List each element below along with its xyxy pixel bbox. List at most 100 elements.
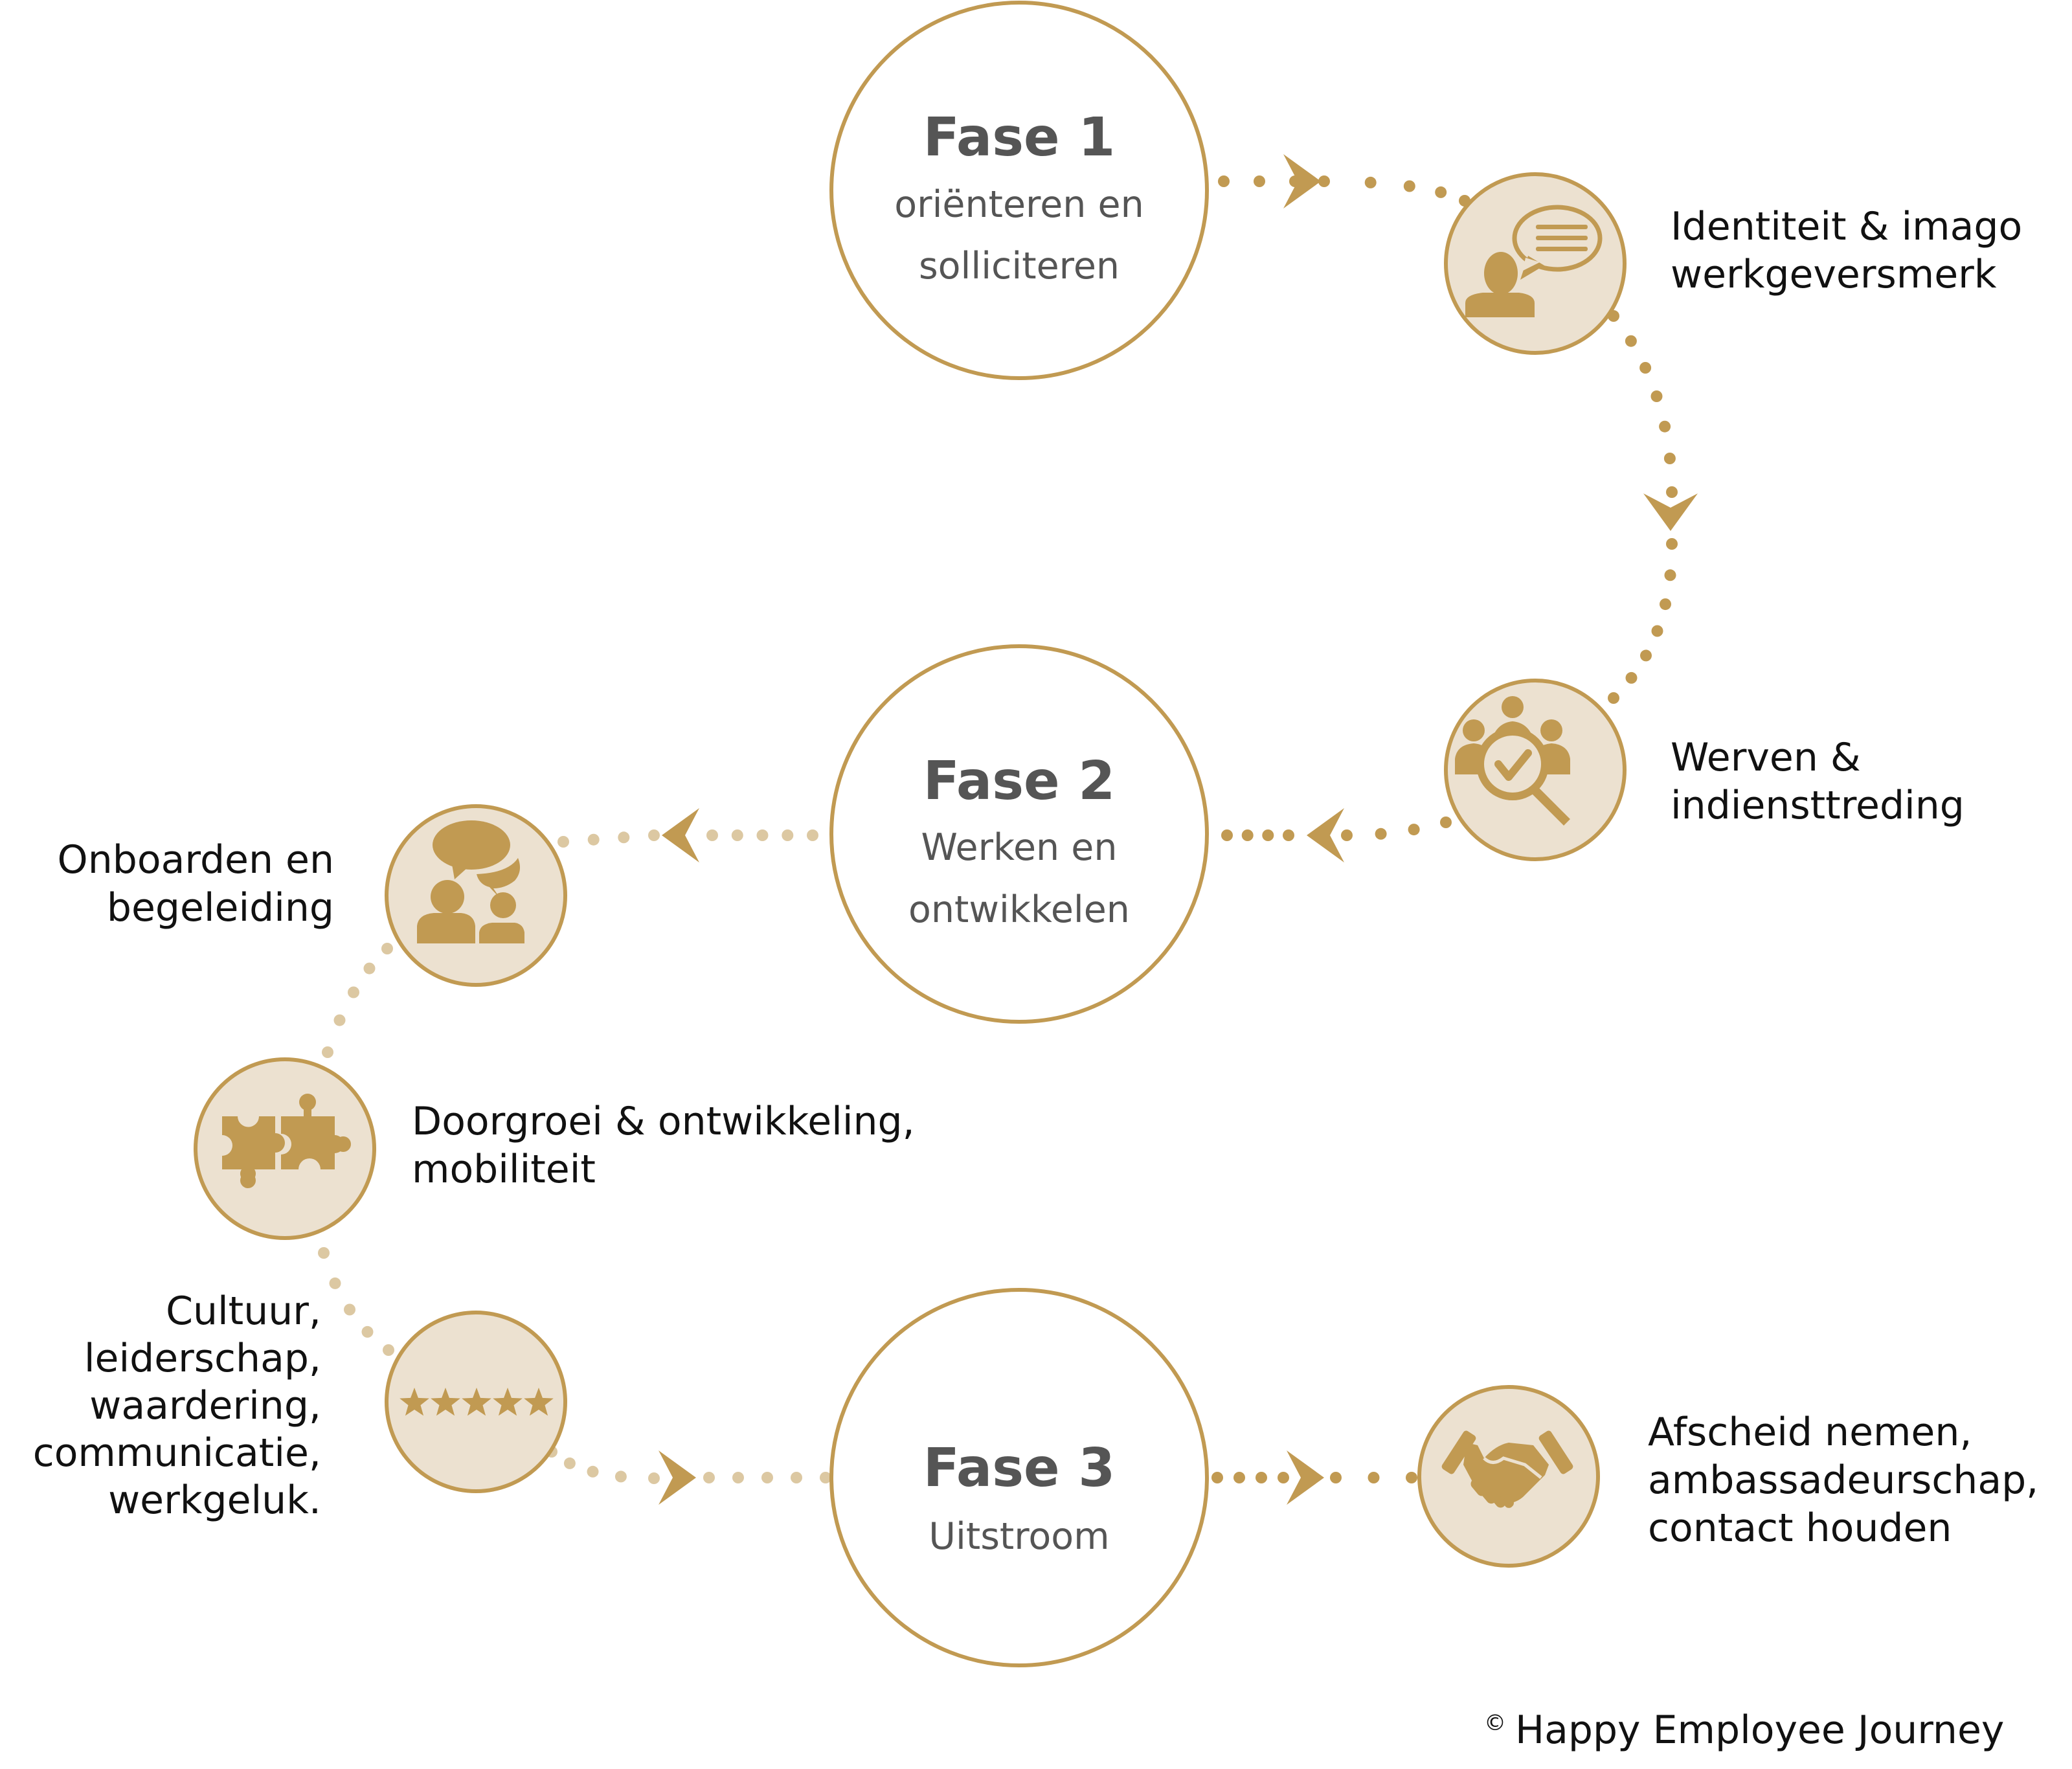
connector-dot	[1341, 829, 1353, 841]
team-magnifier-check-icon	[1455, 696, 1570, 826]
connector-dot	[1211, 1472, 1223, 1483]
connector-dot	[1640, 649, 1652, 662]
connector-dot	[706, 829, 718, 841]
star-icon	[462, 1388, 491, 1416]
connector-dot	[807, 829, 818, 841]
phase-subtitle-line: oriënteren en	[894, 183, 1143, 226]
connector-dot	[820, 1472, 831, 1483]
step-label-line: communicatie,	[33, 1430, 321, 1476]
connector-dot	[329, 1277, 341, 1289]
label-werven: Werven & indiensttreding	[1671, 735, 1965, 828]
phase-circle	[829, 1288, 1209, 1667]
connector-dot	[648, 1472, 660, 1484]
label-onboarden: Onboarden en begeleiding	[58, 837, 334, 930]
step-identiteit	[1444, 172, 1627, 355]
step-werven	[1444, 679, 1627, 861]
label-doorgroei: Doorgroei & ontwikkeling, mobiliteit	[412, 1099, 915, 1192]
step-circle	[194, 1057, 376, 1240]
connector-dot	[363, 962, 376, 975]
connector-dot	[318, 1247, 330, 1259]
label-identiteit: Identiteit & imago werkgeversmerk	[1671, 204, 2022, 297]
connector-dot	[1364, 176, 1377, 188]
step-cultuur	[385, 1311, 567, 1493]
step-label-line: Doorgroei & ontwikkeling,	[412, 1099, 915, 1144]
connector-dot	[1278, 1472, 1289, 1483]
phase-subtitle-line: ontwikkelen	[908, 888, 1130, 931]
puzzle-pieces-icon	[222, 1094, 351, 1188]
connector-dot	[1660, 598, 1671, 611]
step-onboarden	[385, 804, 567, 987]
phase-fase-2: Fase 2 Werken en ontwikkelen	[829, 644, 1209, 1024]
star-icon	[431, 1388, 460, 1416]
step-label-line: Onboarden en	[58, 837, 334, 883]
connector-dot	[1368, 1472, 1380, 1483]
connector-dot	[1283, 829, 1294, 841]
phase-fase-1: Fase 1 oriënteren en solliciteren	[829, 1, 1209, 380]
star-icon	[400, 1388, 429, 1416]
connector-dot	[1406, 1472, 1417, 1483]
connector-dot	[1262, 829, 1274, 841]
connector-dot	[791, 1472, 802, 1483]
connector-dot	[1666, 486, 1678, 498]
connector-dot	[782, 829, 794, 841]
connector-dot	[1663, 453, 1676, 464]
step-label-line: indiensttreding	[1671, 783, 1965, 828]
connector-dot	[344, 1303, 355, 1316]
connector-dot	[557, 836, 569, 848]
star-icon	[524, 1388, 554, 1416]
connectors	[318, 154, 1698, 1505]
connector-dot	[761, 1472, 773, 1483]
connector-dot	[1651, 625, 1663, 637]
connector-dot	[1233, 1472, 1245, 1483]
step-label-line: werkgeluk.	[108, 1478, 321, 1523]
footer-brand-text: Happy Employee Journey	[1515, 1707, 2004, 1753]
connector-dot	[1435, 186, 1447, 198]
label-afscheid: Afscheid nemen, ambassadeurschap, contac…	[1648, 1410, 2038, 1551]
connector-dot	[618, 831, 630, 844]
step-afscheid	[1417, 1385, 1600, 1568]
connector-dot	[587, 1465, 599, 1478]
step-label-line: ambassadeurschap,	[1648, 1458, 2038, 1503]
arrowhead-icon	[1283, 154, 1321, 208]
arrowhead-icon	[1287, 1450, 1324, 1505]
connector-dot	[361, 1325, 374, 1338]
phase-circle	[829, 644, 1209, 1024]
label-cultuur: Cultuur, leiderschap, waardering, commun…	[33, 1289, 321, 1523]
connector-dot	[614, 1470, 627, 1483]
connector-dot	[1256, 1472, 1267, 1483]
arrowhead-icon	[662, 808, 699, 862]
step-label-line: werkgeversmerk	[1671, 252, 1997, 297]
connector-dot	[1218, 175, 1230, 187]
five-stars-icon	[400, 1388, 554, 1416]
connector-dot	[587, 833, 600, 846]
connector-dot	[1318, 175, 1330, 187]
step-doorgroei	[194, 1057, 376, 1240]
step-label-line: contact houden	[1648, 1505, 1952, 1551]
step-label-line: Identiteit & imago	[1671, 204, 2022, 249]
step-label-line: mobiliteit	[412, 1147, 596, 1192]
connector-dot	[1659, 420, 1671, 433]
phase-circle	[829, 1, 1209, 380]
connector-dot	[322, 1046, 333, 1058]
connector-dot	[1664, 569, 1676, 581]
connector-dot	[1403, 180, 1415, 192]
person-speech-bubble-icon	[1465, 205, 1603, 317]
arrowhead-icon	[1307, 808, 1344, 862]
connector-dot	[1625, 671, 1638, 684]
step-label-line: Cultuur,	[166, 1289, 321, 1334]
phase-fase-3: Fase 3 Uitstroom	[829, 1288, 1209, 1667]
connector-dot	[1440, 817, 1452, 828]
connector-dot	[1241, 829, 1254, 841]
connector-dot	[1639, 362, 1652, 374]
phase-subtitle-line: solliciteren	[919, 245, 1120, 287]
connector-dot	[1375, 828, 1387, 840]
connector-dot	[333, 1014, 346, 1026]
connector-dot	[1625, 335, 1637, 347]
connector-dot	[1666, 538, 1678, 550]
step-label-line: Afscheid nemen,	[1648, 1410, 1972, 1455]
connector-dot	[1408, 824, 1420, 836]
connector-dot	[756, 829, 769, 841]
handshake-icon	[1441, 1430, 1573, 1508]
connector-dot	[1650, 390, 1663, 402]
